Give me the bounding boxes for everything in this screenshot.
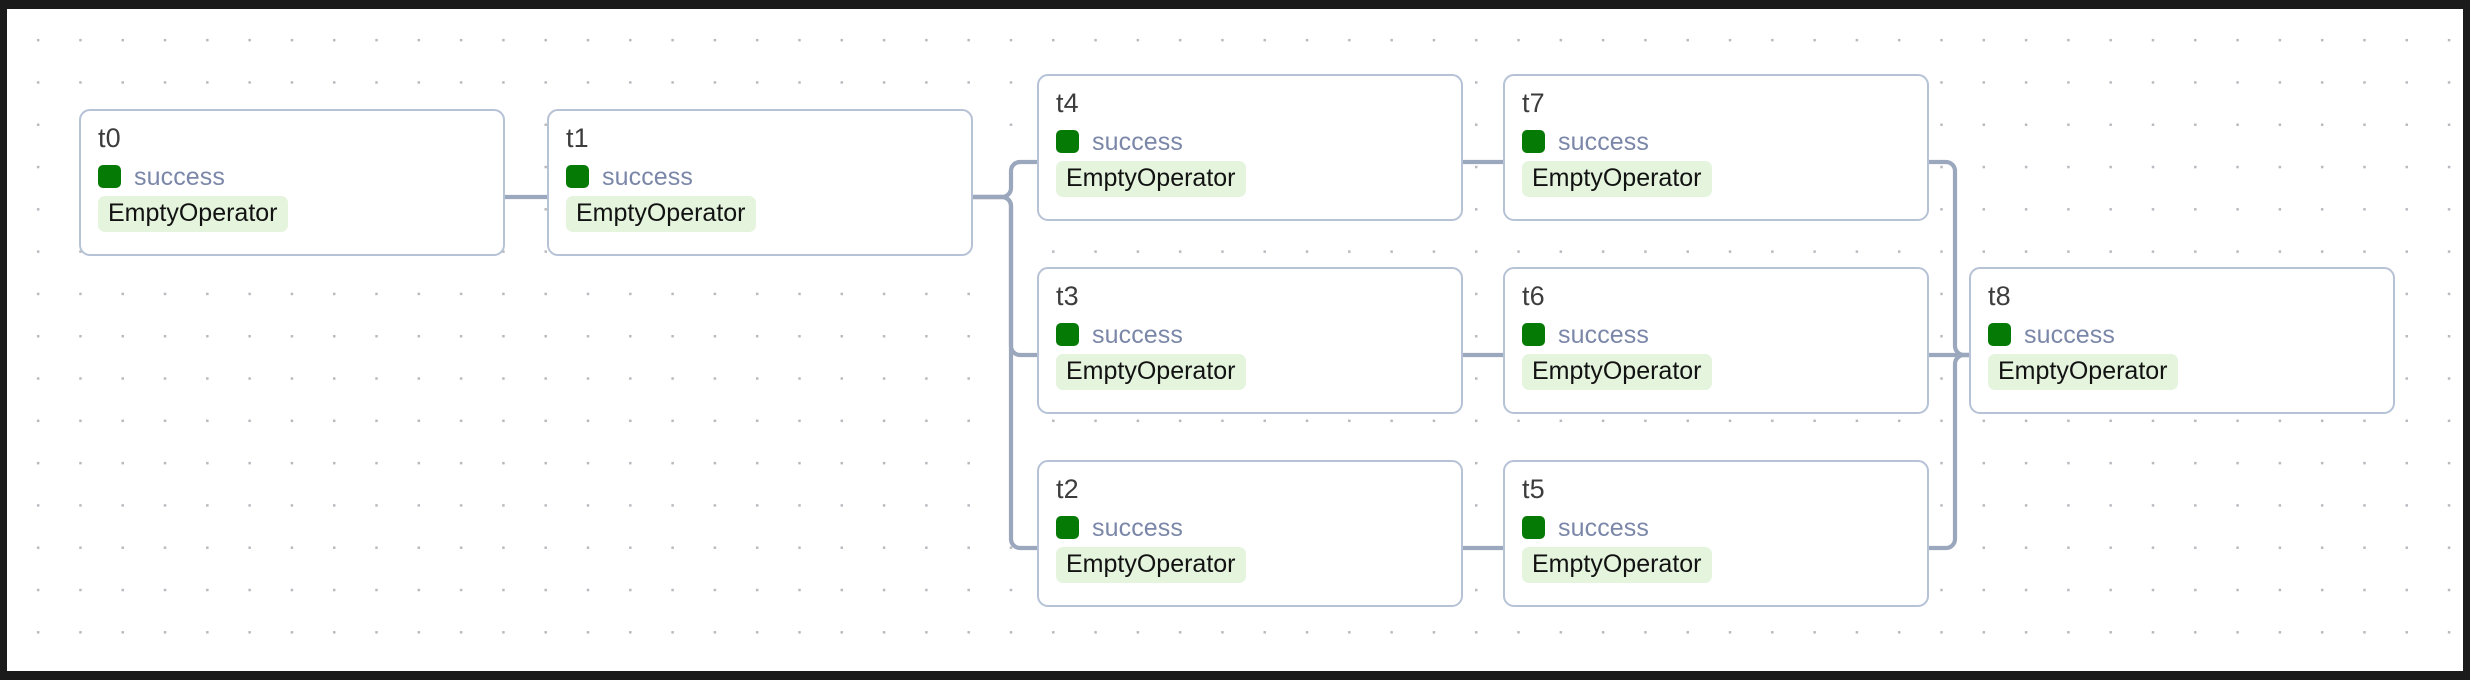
node-operator-badge: EmptyOperator	[1522, 160, 1712, 198]
dag-edge-t1-to-t4	[970, 159, 1040, 200]
node-status-row: success	[1988, 320, 2116, 349]
node-status-label: success	[1092, 513, 1184, 542]
node-status-label: success	[1092, 127, 1184, 156]
node-status-row: success	[1522, 513, 1650, 542]
status-success-icon	[1056, 323, 1079, 347]
node-operator-badge: EmptyOperator	[1056, 160, 1246, 198]
node-status-row: success	[1056, 127, 1184, 156]
dag-node-t3[interactable]: t3 success EmptyOperator	[1037, 267, 1463, 414]
node-id-label: t1	[566, 123, 589, 153]
dag-node-t0[interactable]: t0 success EmptyOperator	[79, 109, 505, 256]
node-operator-badge: EmptyOperator	[1522, 353, 1712, 391]
dag-edge-t5-to-t8	[1926, 352, 1972, 551]
status-success-icon	[1522, 323, 1545, 347]
node-operator-badge: EmptyOperator	[1056, 353, 1246, 391]
dag-node-t1[interactable]: t1 success EmptyOperator	[547, 109, 973, 256]
node-status-label: success	[134, 162, 226, 191]
status-success-icon	[1988, 323, 2011, 347]
node-operator-badge: EmptyOperator	[1988, 353, 2178, 391]
node-operator-badge: EmptyOperator	[1522, 546, 1712, 584]
node-operator-badge: EmptyOperator	[1056, 546, 1246, 584]
node-id-label: t0	[98, 123, 121, 153]
node-status-label: success	[602, 162, 694, 191]
node-status-label: success	[1092, 320, 1184, 349]
node-id-label: t3	[1056, 281, 1079, 311]
status-success-icon	[1056, 516, 1079, 540]
node-id-label: t2	[1056, 474, 1079, 504]
node-id-label: t8	[1988, 281, 2011, 311]
node-id-label: t5	[1522, 474, 1545, 504]
node-status-label: success	[2024, 320, 2116, 349]
node-id-label: t6	[1522, 281, 1545, 311]
node-id-label: t4	[1056, 88, 1079, 118]
node-id-label: t7	[1522, 88, 1545, 118]
node-status-row: success	[1056, 320, 1184, 349]
status-success-icon	[566, 165, 589, 189]
node-status-label: success	[1558, 320, 1650, 349]
dag-node-t8[interactable]: t8 success EmptyOperator	[1969, 267, 2395, 414]
dag-node-t2[interactable]: t2 success EmptyOperator	[1037, 460, 1463, 607]
dag-edge-t7-to-t8	[1926, 159, 1972, 358]
node-operator-badge: EmptyOperator	[98, 195, 288, 233]
dag-edge-t1-to-t3	[970, 194, 1040, 358]
node-operator-badge: EmptyOperator	[566, 195, 756, 233]
status-success-icon	[1522, 516, 1545, 540]
status-success-icon	[1522, 130, 1545, 154]
dag-node-t7[interactable]: t7 success EmptyOperator	[1503, 74, 1929, 221]
dag-node-t5[interactable]: t5 success EmptyOperator	[1503, 460, 1929, 607]
node-status-row: success	[1522, 320, 1650, 349]
dag-node-t4[interactable]: t4 success EmptyOperator	[1037, 74, 1463, 221]
node-status-row: success	[1056, 513, 1184, 542]
node-status-label: success	[1558, 127, 1650, 156]
node-status-row: success	[1522, 127, 1650, 156]
dag-node-t6[interactable]: t6 success EmptyOperator	[1503, 267, 1929, 414]
status-success-icon	[98, 165, 121, 189]
node-status-row: success	[566, 162, 694, 191]
node-status-label: success	[1558, 513, 1650, 542]
status-success-icon	[1056, 130, 1079, 154]
dag-edge-t1-to-t2	[970, 194, 1040, 551]
node-status-row: success	[98, 162, 226, 191]
